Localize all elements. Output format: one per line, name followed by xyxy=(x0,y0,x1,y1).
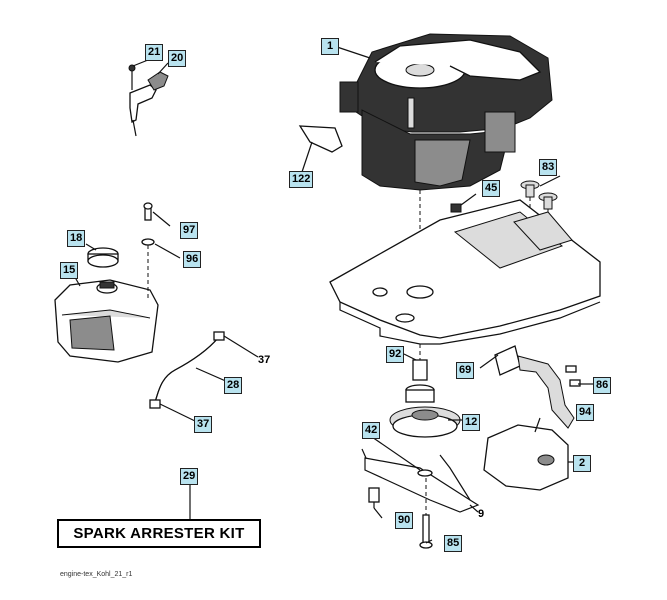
callout-part-83: 83 xyxy=(539,159,558,176)
callout-part-122: 122 xyxy=(289,171,314,188)
pulley-assembly xyxy=(389,344,461,438)
callout-part-86: 86 xyxy=(593,377,612,394)
callout-part-21: 21 xyxy=(145,44,164,61)
callout-part-18: 18 xyxy=(67,230,86,247)
figure-code: engine-tex_Kohl_21_r1 xyxy=(60,571,133,578)
callout-part-97: 97 xyxy=(180,222,199,239)
callout-part-20: 20 xyxy=(168,50,187,67)
callout-part-9: 9 xyxy=(478,508,485,520)
bracket-and-bolts xyxy=(361,448,480,549)
fuel-line-assembly xyxy=(149,331,259,422)
callout-part-42: 42 xyxy=(362,422,381,439)
callout-part-45: 45 xyxy=(482,180,501,197)
callout-part-94: 94 xyxy=(576,404,595,421)
callout-part-92: 92 xyxy=(386,346,405,363)
leader-lines xyxy=(189,175,594,544)
callout-part-12: 12 xyxy=(462,414,481,431)
throttle-control-assembly xyxy=(128,59,169,137)
engine-deck-plate xyxy=(329,199,601,345)
fuel-tank-assembly xyxy=(54,202,181,363)
callout-part-1: 1 xyxy=(321,38,339,55)
callout-part-96: 96 xyxy=(183,251,202,268)
spark-arrester-kit-label: SPARK ARRESTER KIT xyxy=(57,519,261,548)
exhaust-assembly xyxy=(479,345,581,491)
callout-part-28: 28 xyxy=(224,377,243,394)
callout-part-90: 90 xyxy=(395,512,414,529)
callout-part-85: 85 xyxy=(444,535,463,552)
callout-part-37-lower: 37 xyxy=(194,416,213,433)
callout-part-29: 29 xyxy=(180,468,199,485)
engine xyxy=(298,33,553,191)
callout-part-69: 69 xyxy=(456,362,475,379)
engine-mount-bolts xyxy=(419,180,558,290)
callout-part-2: 2 xyxy=(573,455,591,472)
callout-part-15: 15 xyxy=(60,262,79,279)
callout-part-37-upper: 37 xyxy=(258,354,271,366)
